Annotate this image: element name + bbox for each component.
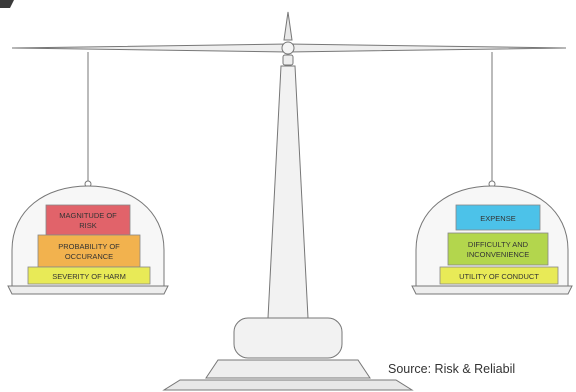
left-box-magnitude: MAGNITUDE OF RISK bbox=[45, 204, 131, 236]
scale-base-upper bbox=[233, 317, 343, 359]
svg-text:UTILITY OF CONDUCT: UTILITY OF CONDUCT bbox=[459, 272, 539, 281]
scale-pivot bbox=[281, 41, 295, 55]
pivot-collar bbox=[282, 54, 294, 66]
left-box-probability: PROBABILITY OF OCCURANCE bbox=[37, 234, 141, 268]
svg-text:DIFFICULTY AND: DIFFICULTY AND bbox=[468, 240, 529, 249]
svg-text:OCCURANCE: OCCURANCE bbox=[65, 252, 113, 261]
right-box-difficulty: DIFFICULTY AND INCONVENIENCE bbox=[447, 232, 549, 266]
source-caption: Source: Risk & Reliabil bbox=[388, 362, 516, 376]
scale-spike bbox=[283, 11, 293, 41]
scale-base-plinth bbox=[162, 379, 414, 391]
svg-text:SEVERITY OF HARM: SEVERITY OF HARM bbox=[52, 272, 126, 281]
svg-text:RISK: RISK bbox=[79, 221, 97, 230]
scale-base-lower bbox=[205, 359, 371, 379]
left-box-severity: SEVERITY OF HARM bbox=[27, 266, 151, 285]
svg-text:PROBABILITY OF: PROBABILITY OF bbox=[58, 242, 120, 251]
svg-text:INCONVENIENCE: INCONVENIENCE bbox=[467, 250, 530, 259]
svg-text:EXPENSE: EXPENSE bbox=[480, 214, 515, 223]
corner-mark bbox=[0, 0, 14, 8]
scale-column bbox=[267, 65, 309, 319]
right-box-expense: EXPENSE bbox=[455, 204, 541, 231]
svg-text:MAGNITUDE OF: MAGNITUDE OF bbox=[59, 211, 117, 220]
right-box-utility: UTILITY OF CONDUCT bbox=[439, 266, 559, 285]
